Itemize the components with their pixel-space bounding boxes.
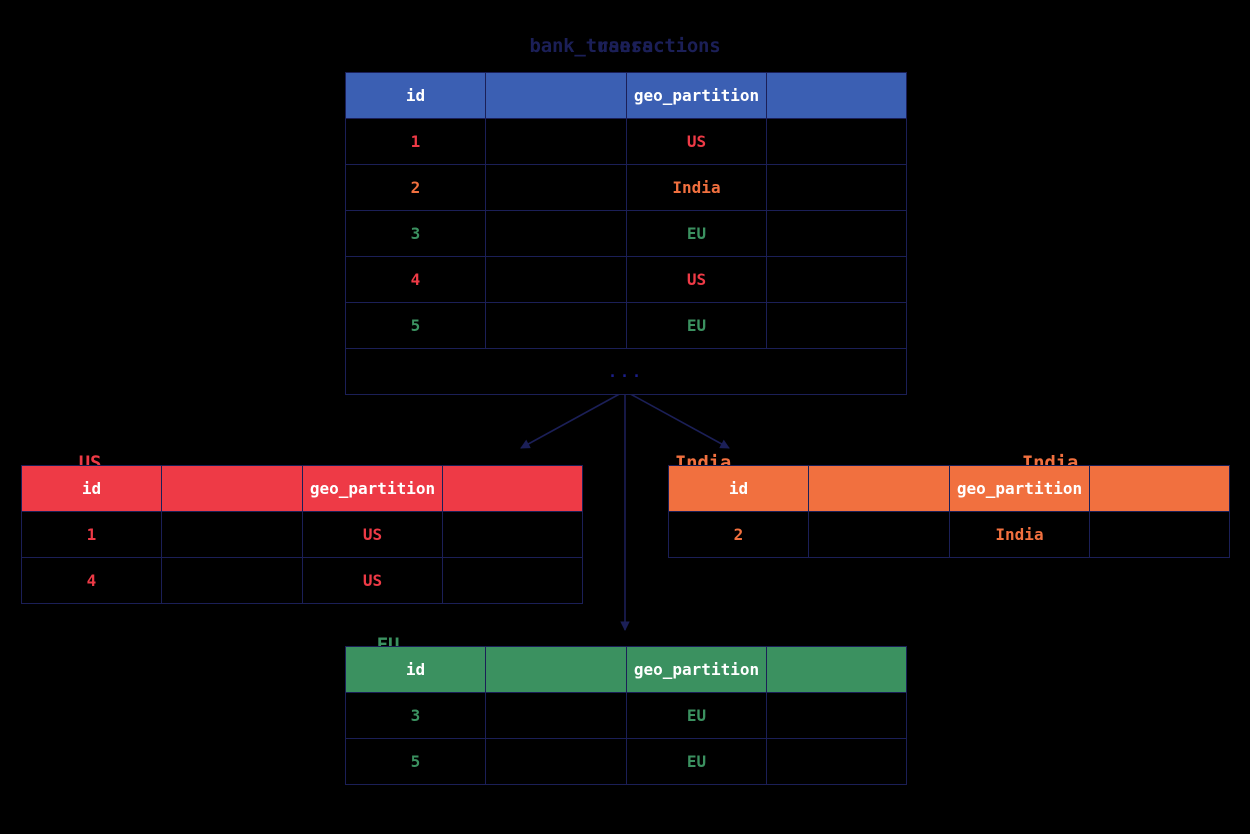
india-col-geo: geo_partition [949, 465, 1090, 512]
table-row-more: ... [345, 348, 907, 395]
source-table-body: 1 US 2 India 3 EU 4 US [345, 118, 907, 395]
cell-id: 5 [345, 302, 486, 349]
cell-id: 2 [345, 164, 486, 211]
eu-col-blank1 [485, 646, 627, 693]
cell-geo: EU [626, 692, 767, 739]
cell-blank1 [485, 692, 627, 739]
cell-blank2 [442, 511, 583, 558]
cell-blank2 [766, 256, 907, 303]
cell-blank1 [485, 302, 627, 349]
cell-blank2 [442, 557, 583, 604]
cell-blank1 [161, 511, 303, 558]
us-col-blank1 [161, 465, 303, 512]
cell-geo: US [302, 511, 443, 558]
eu-col-id: id [345, 646, 486, 693]
cell-id: 5 [345, 738, 486, 785]
cell-id: 1 [21, 511, 162, 558]
arrow-to-india [624, 390, 730, 449]
source-table-header-row: id geo_partition [345, 72, 907, 119]
source-col-blank1 [485, 72, 627, 119]
cell-id: 3 [345, 692, 486, 739]
cell-blank2 [766, 164, 907, 211]
table-row: 3 EU [345, 210, 907, 257]
cell-geo: US [626, 118, 767, 165]
eu-col-blank2 [766, 646, 907, 693]
cell-geo: EU [626, 302, 767, 349]
table-row: 2 India [668, 511, 1230, 558]
cell-blank2 [766, 302, 907, 349]
cell-blank1 [485, 210, 627, 257]
india-col-blank2 [1089, 465, 1230, 512]
source-table-title-overlay: users [596, 35, 654, 57]
table-row: 5 EU [345, 738, 907, 785]
cell-blank2 [766, 210, 907, 257]
us-table-body: 1 US 4 US [21, 511, 583, 604]
table-row: 4 US [21, 557, 583, 604]
cell-geo: US [626, 256, 767, 303]
cell-id: 2 [668, 511, 809, 558]
india-header-row: id geo_partition [668, 465, 1230, 512]
us-col-geo: geo_partition [302, 465, 443, 512]
table-row: 2 India [345, 164, 907, 211]
cell-blank2 [1089, 511, 1230, 558]
india-col-blank1 [808, 465, 950, 512]
cell-geo: EU [626, 738, 767, 785]
source-col-id: id [345, 72, 486, 119]
table-row: 5 EU [345, 302, 907, 349]
table-row: 4 US [345, 256, 907, 303]
cell-blank1 [161, 557, 303, 604]
partition-table-india: id geo_partition 2 India [668, 465, 1230, 558]
cell-blank2 [766, 692, 907, 739]
source-table: id geo_partition 1 US 2 India 3 [345, 72, 907, 395]
table-row: 3 EU [345, 692, 907, 739]
source-table-title-main: bank_transactions [529, 35, 721, 57]
cell-geo: US [302, 557, 443, 604]
cell-blank2 [766, 738, 907, 785]
arrow-to-us [520, 390, 626, 449]
more-rows-indicator: ... [345, 348, 907, 395]
cell-blank1 [485, 118, 627, 165]
us-col-blank2 [442, 465, 583, 512]
source-col-blank2 [766, 72, 907, 119]
cell-blank2 [766, 118, 907, 165]
cell-id: 4 [21, 557, 162, 604]
table-row: 1 US [21, 511, 583, 558]
partition-table-us: id geo_partition 1 US 4 US [21, 465, 583, 604]
us-header-row: id geo_partition [21, 465, 583, 512]
cell-geo: EU [626, 210, 767, 257]
eu-col-geo: geo_partition [626, 646, 767, 693]
partition-table-eu: id geo_partition 3 EU 5 EU [345, 646, 907, 785]
cell-geo: India [949, 511, 1090, 558]
cell-geo: India [626, 164, 767, 211]
india-table-body: 2 India [668, 511, 1230, 558]
cell-blank1 [808, 511, 950, 558]
source-table-title: bank_transactions users [529, 35, 720, 57]
cell-blank1 [485, 256, 627, 303]
india-col-id: id [668, 465, 809, 512]
source-col-geo: geo_partition [626, 72, 767, 119]
table-row: 1 US [345, 118, 907, 165]
cell-blank1 [485, 738, 627, 785]
cell-blank1 [485, 164, 627, 211]
cell-id: 3 [345, 210, 486, 257]
cell-id: 4 [345, 256, 486, 303]
cell-id: 1 [345, 118, 486, 165]
us-col-id: id [21, 465, 162, 512]
eu-table-body: 3 EU 5 EU [345, 692, 907, 785]
eu-header-row: id geo_partition [345, 646, 907, 693]
